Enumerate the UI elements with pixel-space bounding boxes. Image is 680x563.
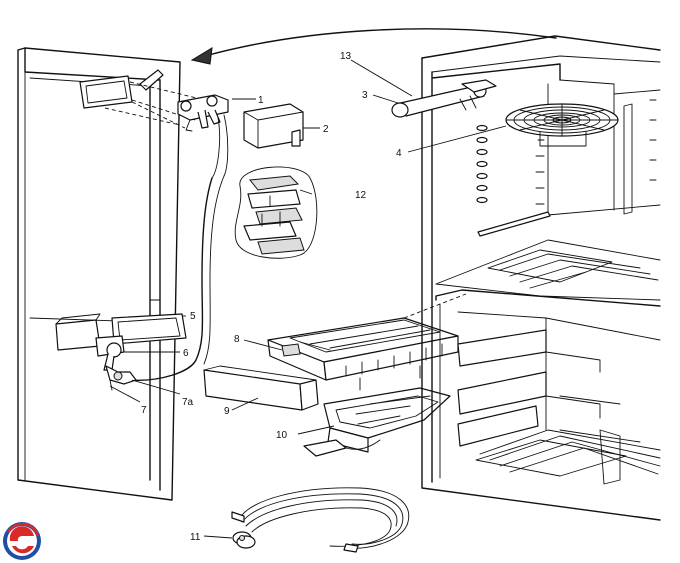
refrigerator-door (17, 47, 181, 501)
drawer-front-panel-part (203, 365, 319, 411)
valve-cover-part (243, 103, 304, 149)
callout-9: 9 (224, 406, 230, 417)
rotation-arrow (190, 28, 557, 65)
callout-11: 11 (190, 532, 201, 543)
callout-13: 13 (340, 51, 352, 62)
callout-1: 1 (258, 95, 264, 106)
callout-5: 5 (190, 311, 196, 322)
alignment-lines (104, 81, 206, 129)
ice-bucket-tray-part (303, 387, 451, 457)
callout-8: 8 (234, 334, 240, 345)
callout-2: 2 (323, 124, 329, 135)
wire-harness-part (231, 487, 410, 553)
ice-maker-assembly-part (267, 317, 459, 391)
water-filter-tube-part (391, 79, 497, 118)
callout-3: 3 (362, 90, 368, 101)
brand-logo-icon (3, 522, 41, 560)
dispenser-housing-part (111, 313, 187, 345)
callout-12: 12 (355, 190, 367, 201)
callout-10: 10 (276, 430, 288, 441)
water-valve-part (177, 94, 229, 179)
fastener-nut-part (232, 531, 256, 549)
callout-labels: 1 2 3 4 5 6 7 7a 8 9 10 11 12 13 (141, 51, 402, 543)
tube-fitting-part (105, 365, 137, 391)
shelf-support-slots (476, 124, 488, 204)
refrigerator-cabinet (403, 35, 661, 521)
callout-7: 7 (141, 405, 147, 416)
leader-lines (109, 59, 507, 539)
dispenser-parts-group (234, 166, 318, 259)
water-tube (129, 177, 213, 381)
callout-4: 4 (396, 148, 402, 159)
callout-6: 6 (183, 348, 189, 359)
evaporator-fan-part (505, 103, 619, 147)
callout-7a: 7a (182, 397, 194, 408)
